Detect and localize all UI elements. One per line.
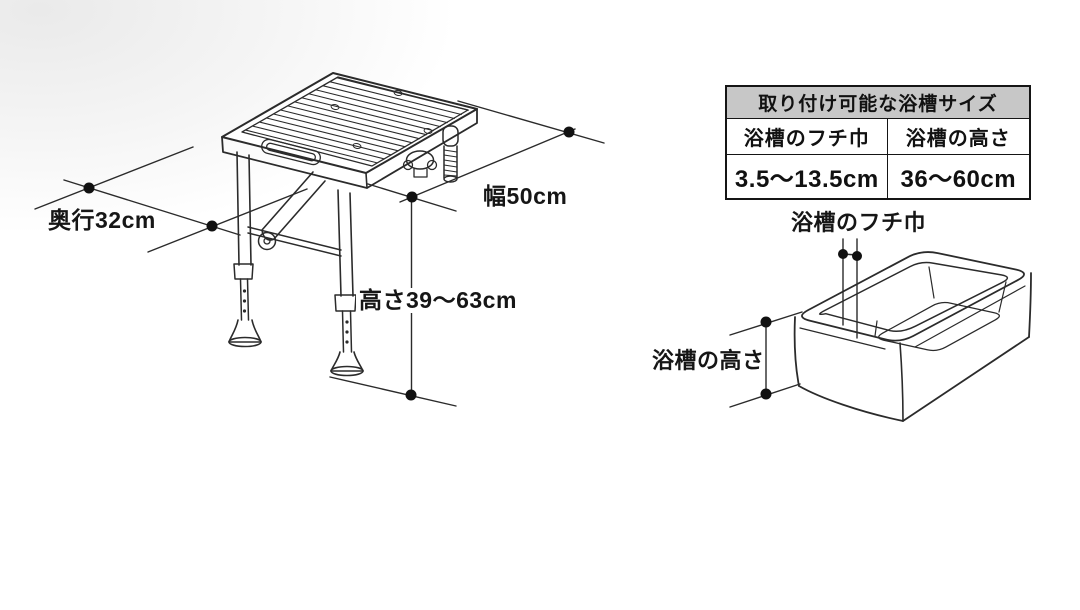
spec-table-header-row: 浴槽のフチ巾 浴槽の高さ — [725, 118, 1031, 155]
width-dimension — [367, 100, 605, 212]
tub-rim-width-marker — [838, 238, 862, 339]
diagonal-brace — [257, 171, 326, 251]
left-leg — [228, 151, 262, 348]
depth-dimension-label: 奥行32cm — [48, 207, 156, 233]
handle-slot — [261, 138, 321, 166]
width-dimension-label: 幅50cm — [483, 183, 568, 209]
clamp-screw — [402, 125, 459, 183]
bathtub-drawing — [729, 238, 1032, 422]
spec-col-tub-height: 浴槽の高さ — [886, 118, 1031, 155]
bathtub-size-spec-table: 取り付け可能な浴槽サイズ 浴槽のフチ巾 浴槽の高さ 3.5～13.5cm 36～… — [725, 85, 1031, 200]
spec-table-title: 取り付け可能な浴槽サイズ — [725, 85, 1031, 119]
spec-table-value-row: 3.5～13.5cm 36～60cm — [725, 154, 1031, 200]
spec-value-rim-width: 3.5～13.5cm — [725, 154, 888, 200]
spec-col-rim-width: 浴槽のフチ巾 — [725, 118, 888, 155]
tub-height-marker — [729, 311, 803, 408]
height-dimension-label: 高さ39～63cm — [356, 288, 520, 313]
spec-table-title-row: 取り付け可能な浴槽サイズ — [725, 85, 1031, 119]
spec-value-tub-height: 36～60cm — [886, 154, 1031, 200]
right-leg — [330, 189, 364, 377]
depth-dimension — [34, 146, 308, 253]
bath-board-drawing — [34, 72, 605, 407]
tub-height-label: 浴槽の高さ — [652, 348, 765, 373]
tub-rim-width-label: 浴槽のフチ巾 — [791, 210, 927, 235]
